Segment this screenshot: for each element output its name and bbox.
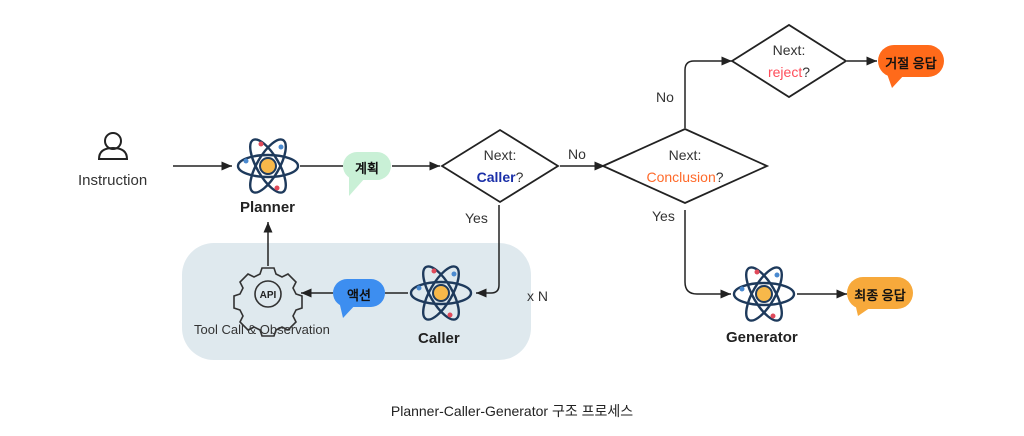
loop-count-label: x N <box>527 288 548 304</box>
bubble-reject: 거절 응답 <box>885 56 937 71</box>
user-icon <box>97 132 129 160</box>
decision-conclusion <box>600 128 770 204</box>
generator-label: Generator <box>726 329 798 346</box>
instruction-label: Instruction <box>78 172 148 189</box>
planner-atom-icon <box>236 133 300 199</box>
api-gear-icon <box>233 267 303 337</box>
decision-caller <box>440 128 560 204</box>
edge-label-caller-no: No <box>568 146 586 162</box>
bubble-plan-shape <box>343 152 391 196</box>
decision-caller-keyword: Caller <box>476 169 516 185</box>
edge-caller-yes <box>476 205 500 298</box>
edge-label-caller-yes: Yes <box>465 210 488 226</box>
decision-reject-keyword: reject <box>767 64 803 80</box>
bubble-reject-shape <box>878 45 944 88</box>
decision-caller-text: Next: Caller? <box>460 144 540 188</box>
bubble-final-shape <box>847 277 913 316</box>
edge-conclusion-yes <box>684 210 731 299</box>
decision-reject-line1: Next: <box>772 42 806 58</box>
generator-atom-icon <box>732 261 796 327</box>
bubble-final: 최종 응답 <box>854 288 906 303</box>
edge-conclusion-no <box>684 56 732 128</box>
planner-label: Planner <box>240 199 296 216</box>
edge-label-conclusion-yes: Yes <box>652 208 675 224</box>
decision-conclusion-text: Next: Conclusion? <box>635 144 735 188</box>
api-icon-text: API <box>260 290 277 301</box>
caller-label: Caller <box>418 330 460 347</box>
bubble-plan: 계획 <box>355 161 379 176</box>
tool-call-label: Tool Call & Observation <box>194 322 330 337</box>
decision-conclusion-line1: Next: <box>668 147 702 163</box>
edge-label-conclusion-no: No <box>656 89 674 105</box>
bubble-action: 액션 <box>347 288 371 303</box>
decision-caller-suffix: ? <box>515 169 524 185</box>
decision-conclusion-keyword: Conclusion <box>646 169 716 185</box>
decision-conclusion-suffix: ? <box>715 169 724 185</box>
decision-reject-suffix: ? <box>802 64 811 80</box>
figure-caption: Planner-Caller-Generator 구조 프로세스 <box>390 403 634 419</box>
decision-caller-line1: Next: <box>483 147 517 163</box>
decision-reject <box>730 23 848 99</box>
bubble-action-shape <box>333 279 385 318</box>
decision-reject-text: Next: reject? <box>749 39 829 83</box>
